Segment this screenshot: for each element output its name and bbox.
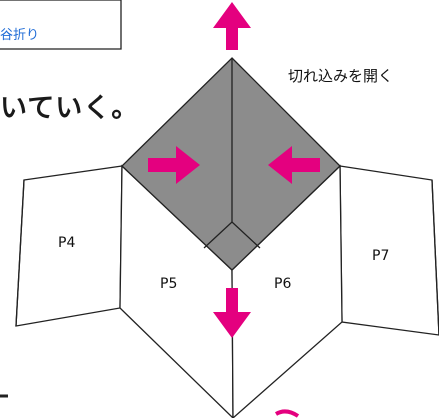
panel-p4-edge: [15, 179, 25, 327]
gray-diamond: [121, 57, 341, 271]
arrow-down-icon: [213, 288, 251, 338]
page-label-p4: P4: [58, 235, 76, 251]
label-box: [0, 0, 122, 50]
page-label-p7: P7: [372, 248, 390, 264]
page-label-p5: P5: [160, 276, 178, 292]
fold-label: 谷折り: [0, 28, 40, 43]
callout-open-cuts: 切れ込みを開く: [288, 67, 394, 85]
arrow-left-icon: [268, 146, 320, 184]
arrow-up-icon: [213, 2, 251, 50]
heading-text: いていく。: [0, 93, 140, 124]
page-label-p6: P6: [274, 276, 292, 292]
arrow-fragment-icon: [274, 409, 300, 418]
panel-p7-edge: [431, 179, 439, 336]
panel-p7: [339, 165, 439, 336]
inner-v-fold: [203, 221, 261, 249]
arrow-right-icon: [148, 146, 200, 184]
